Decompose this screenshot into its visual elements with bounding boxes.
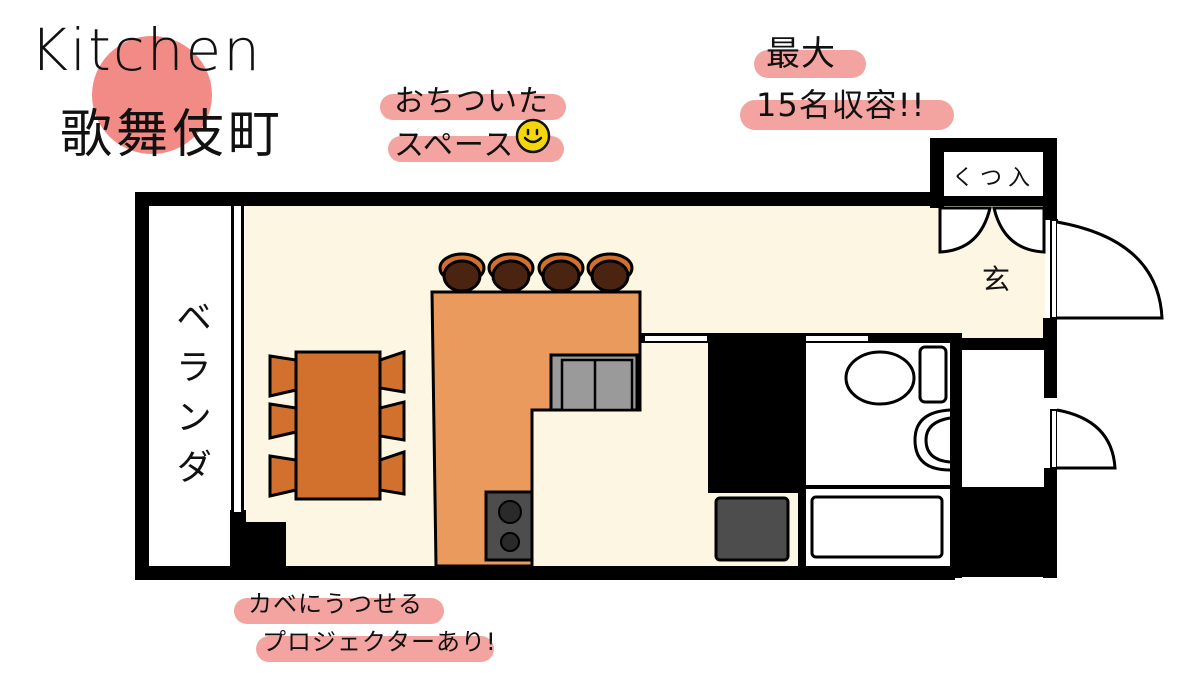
- callout-capacity-line1: 最大: [766, 34, 836, 74]
- title-kitchen: Kitchen: [30, 16, 262, 84]
- title-kabukicho: 歌舞伎町: [60, 105, 285, 165]
- callout-capacity-line2: 15名収容!!: [756, 86, 926, 124]
- smiley-icon: [515, 118, 551, 154]
- callout-projector-line1: カベにうつせる: [248, 590, 423, 618]
- room-label-entrance: 玄: [982, 263, 1011, 296]
- highlight-projector-line1: [234, 598, 444, 624]
- room-label-balcony: ベランダ: [170, 298, 211, 498]
- title-accent-circle: [92, 36, 212, 154]
- highlight-capacity-line2: [740, 100, 954, 130]
- highlight-calm-line1: [380, 94, 566, 120]
- callout-projector-line2: プロジェクターあり!: [262, 628, 497, 656]
- highlight-projector-line2: [256, 636, 494, 662]
- callout-calm-line2: スペース: [394, 128, 515, 163]
- callout-calm-line1: おちついた: [394, 84, 549, 119]
- room-label-shoe-closet: くつ入: [952, 166, 1037, 191]
- highlight-capacity-line1: [754, 50, 866, 78]
